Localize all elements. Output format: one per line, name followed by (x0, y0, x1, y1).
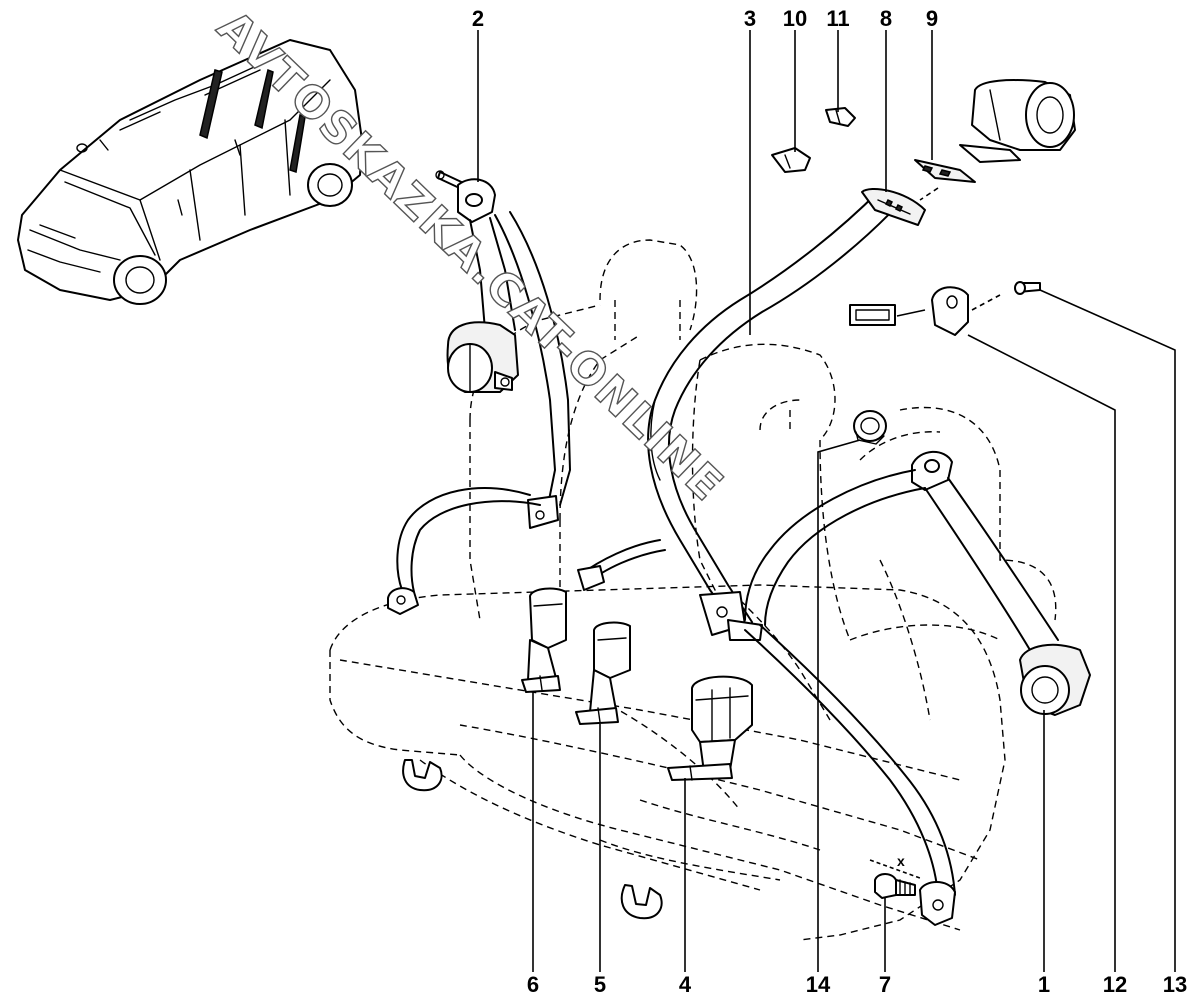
bolt-7: x (869, 853, 921, 899)
right-seat-belt-assembly (744, 450, 1091, 716)
small-clips (771, 107, 856, 173)
callout-14: 14 (806, 972, 831, 997)
buckle-5 (575, 621, 631, 725)
center-seat-belt-assembly (577, 188, 956, 926)
callout-8: 8 (880, 6, 892, 31)
callout-12: 12 (1103, 972, 1127, 997)
left-seat-belt-assembly (387, 170, 571, 615)
callout-13: 13 (1163, 972, 1187, 997)
callout-7: 7 (879, 972, 891, 997)
callout-6: 6 (527, 972, 539, 997)
callout-5: 5 (594, 972, 606, 997)
seat-mount-brackets (402, 759, 663, 920)
callout-3: 3 (744, 6, 756, 31)
buckle-6 (521, 587, 567, 693)
callout-9: 9 (926, 6, 938, 31)
dimension-label: x (897, 853, 905, 869)
vehicle-thumbnail (17, 39, 363, 305)
callout-labels: 2 3 10 11 8 9 6 5 4 14 7 1 12 13 (472, 6, 1187, 997)
buckle-4 (667, 675, 753, 781)
callout-10: 10 (783, 6, 807, 31)
roof-retractor-assembly (914, 79, 1076, 201)
trim-cover-and-bolt (849, 281, 1041, 336)
callout-4: 4 (679, 972, 692, 997)
grommet-14 (853, 410, 887, 445)
callout-11: 11 (826, 6, 849, 31)
rear-bench-seat-outline (329, 239, 1057, 941)
leader-lines (477, 30, 1176, 972)
callout-2: 2 (472, 6, 484, 31)
callout-1: 1 (1038, 972, 1050, 997)
